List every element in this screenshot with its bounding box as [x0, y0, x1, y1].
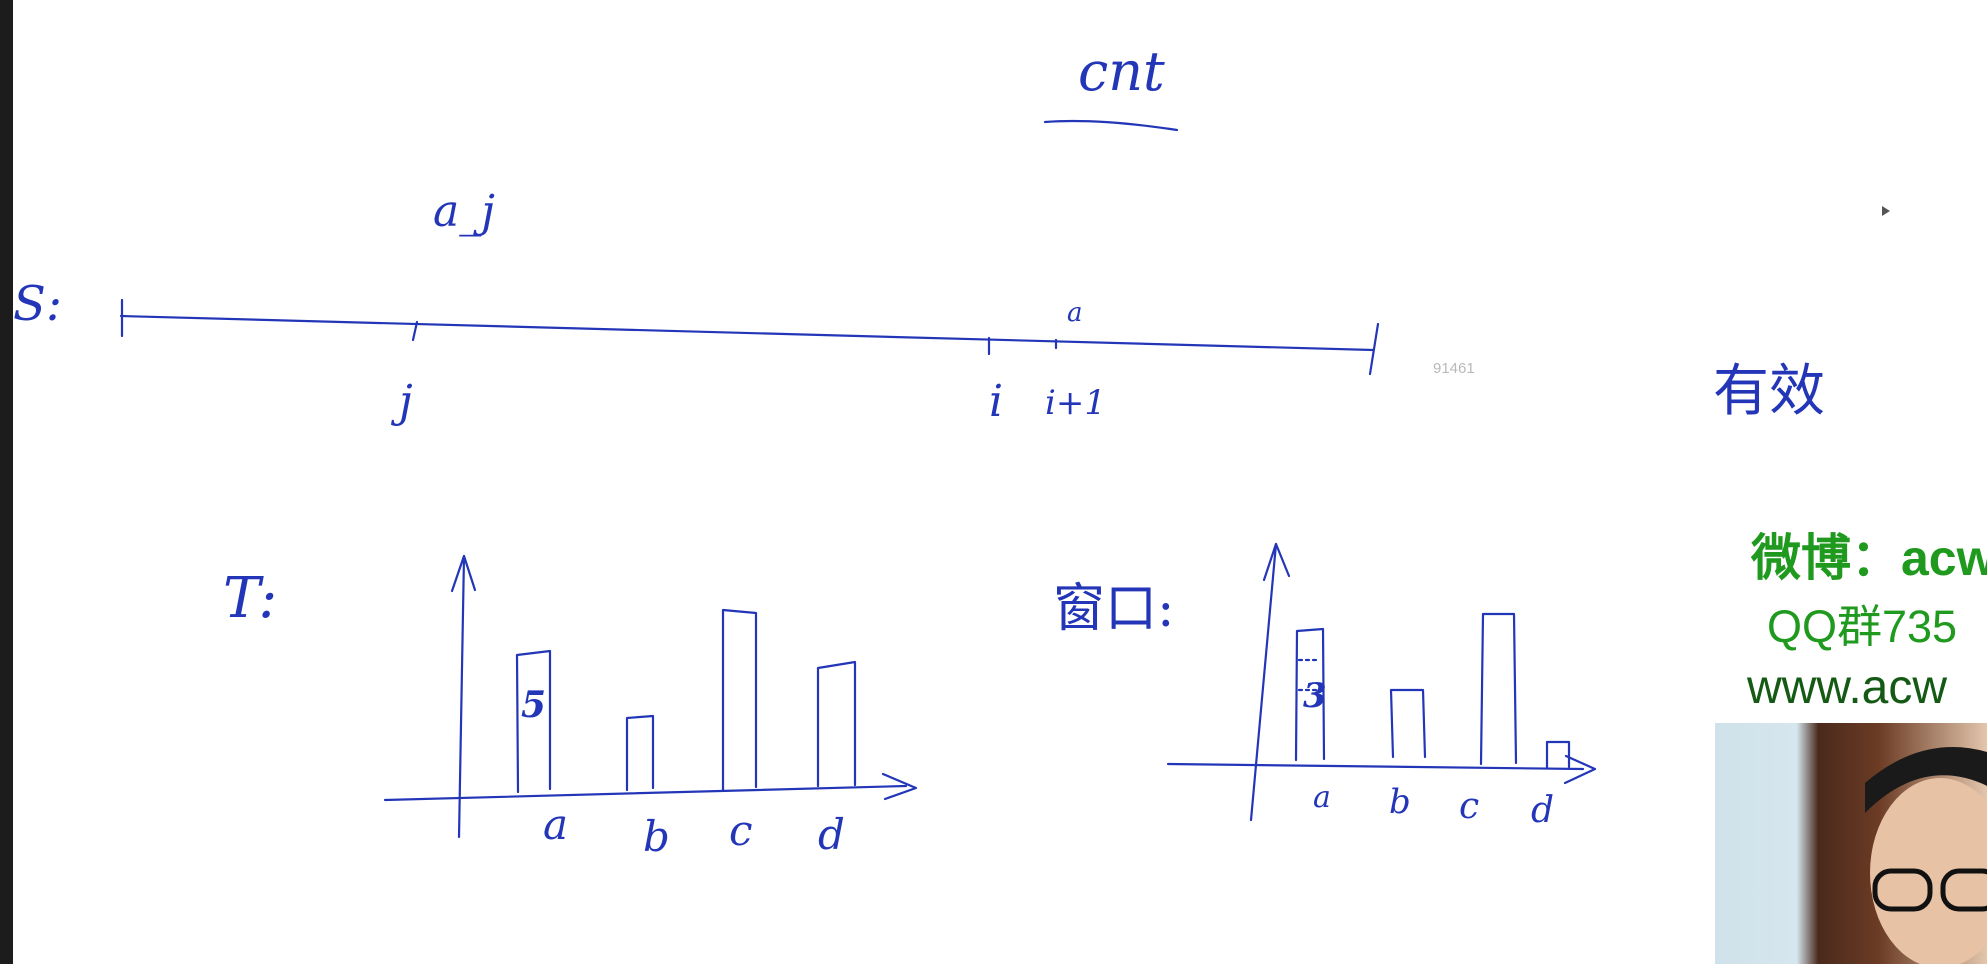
chart-window-bar-a-annotation: 3 [1303, 676, 1327, 716]
chart-window-tick-d: d [1531, 790, 1555, 831]
chart-window-tick-c: c [1459, 786, 1480, 827]
segment-label-S: S: [13, 276, 63, 332]
chart-window-y-axis [1249, 542, 1278, 822]
chart-T-y-arrow [450, 554, 477, 593]
promo-qq: QQ群735 [1767, 601, 1958, 652]
webcam-presenter-icon [1715, 723, 1987, 964]
promo-www: www.acw [1747, 661, 1948, 714]
chart-T-x-arrow [881, 772, 918, 801]
tick-label-i-plus-1: i+1 [1045, 383, 1106, 423]
chart-window-y-arrow [1262, 542, 1291, 582]
cursor-arrow-icon [1882, 206, 1890, 216]
chart-T-bar-c [721, 608, 758, 792]
chart-window-label: 窗口: [1053, 579, 1175, 639]
title-cnt: cnt [1078, 40, 1165, 103]
chart-T-label: T: [223, 566, 278, 631]
tick-label-j: j [399, 376, 413, 427]
chart-T-x-axis [383, 784, 908, 802]
chart-window-bar-a-box [1297, 658, 1321, 692]
whiteboard-canvas[interactable]: cnt S: a_j j i i+1 a T: 5 a b c d 窗口: 3 … [13, 0, 1987, 964]
chart-T [383, 554, 918, 839]
side-note: 有效 [1713, 359, 1825, 424]
promo-weibo: 微博：acw [1751, 530, 1987, 586]
chart-T-tick-b: b [643, 812, 670, 861]
chart-T-y-axis [457, 554, 466, 839]
tick-label-i: i [989, 376, 1004, 427]
chart-T-tick-d: d [818, 810, 845, 859]
chart-window-bar-a [1294, 627, 1326, 762]
chart-window-tick-a: a [1313, 780, 1331, 815]
promo-overlay: 微博：acw QQ群735 www.acw [1735, 0, 1987, 964]
chart-window-x-arrow [1563, 754, 1597, 785]
segment-right-endpoint [1368, 322, 1380, 376]
whiteboard-ink-layer [119, 119, 1597, 839]
chart-T-tick-c: c [729, 806, 753, 855]
chart-window [1166, 542, 1597, 822]
tick-above-label-a: a [1067, 298, 1083, 328]
window-left-border [0, 0, 13, 964]
chart-window-bar-d [1545, 740, 1571, 770]
chart-window-x-axis [1166, 762, 1585, 771]
title-underline [1043, 119, 1179, 132]
segment-line [119, 298, 1380, 376]
watermark-id: 91461 [1433, 360, 1475, 377]
chart-T-tick-a: a [543, 800, 569, 849]
chart-T-bar-d [816, 660, 857, 788]
tick-j [411, 320, 419, 342]
chart-T-bar-b [625, 714, 655, 792]
chart-window-tick-b: b [1389, 782, 1411, 822]
chart-T-bar-a [515, 649, 552, 794]
label-a-j: a_j [433, 186, 495, 237]
chart-window-bar-c [1479, 612, 1518, 766]
chart-T-bar-a-annotation: 5 [521, 684, 547, 726]
chart-window-bar-b [1389, 688, 1427, 759]
